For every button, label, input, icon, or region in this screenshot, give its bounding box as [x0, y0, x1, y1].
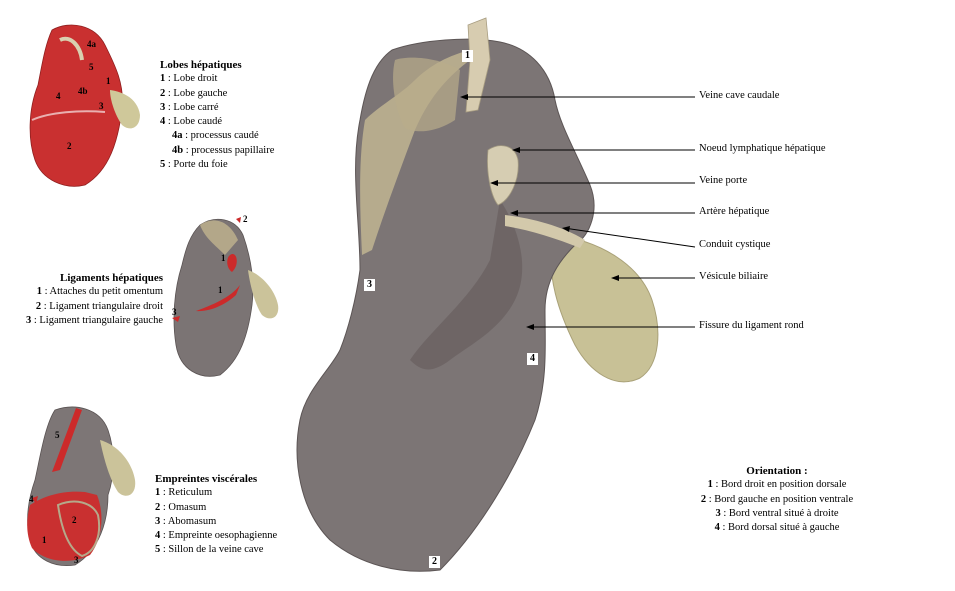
legend-lobes-title: Lobes hépatiques: [160, 59, 242, 71]
label-fissure-ligament-rond: Fissure du ligament rond: [699, 320, 804, 331]
thumbnail-empreintes: [27, 406, 136, 567]
legend-lobes-item: 4 : Lobe caudé: [160, 116, 223, 128]
orientation-item: 2 : Bord gauche en position ventrale: [700, 493, 854, 505]
thumb3-label-5: 5: [55, 430, 60, 440]
main-tag-3: 3: [364, 279, 375, 291]
portal-vein-shape: [487, 145, 519, 206]
legend-ligaments-item: 3 : Ligament triangulaire gauche: [25, 314, 163, 326]
thumb2-label-3: 3: [172, 307, 177, 317]
cystic-duct-shape: [505, 215, 585, 248]
orientation-item: 4 : Bord dorsal situé à gauche: [714, 522, 840, 534]
main-tag-4: 4: [527, 353, 538, 365]
thumb1-label-1: 1: [106, 76, 111, 86]
legend-lobes-item: 5 : Porte du foie: [160, 159, 228, 171]
thumb1-label-3: 3: [99, 101, 104, 111]
legend-orientation: Orientation : 1 : Bord droit en position…: [672, 464, 882, 535]
thumb1-label-5: 5: [89, 62, 94, 72]
thumb3-label-3: 3: [74, 555, 79, 565]
label-veine-cave: Veine cave caudale: [699, 90, 780, 101]
label-artere-hepatique: Artère hépatique: [699, 206, 770, 217]
legend-lobes: Lobes hépatiques 1 : Lobe droit 2 : Lobe…: [160, 58, 274, 172]
legend-ligaments-title: Ligaments hépatiques: [60, 272, 163, 284]
thumb1-label-2: 2: [67, 141, 72, 151]
gallbladder-shape: [550, 234, 659, 383]
legend-empreintes-item: 4 : Empreinte oesophagienne: [155, 530, 278, 542]
liver-shadow: [410, 200, 523, 370]
thumb2-label-1b: 1: [218, 285, 223, 295]
liver-fat-band: [360, 50, 470, 255]
thumbnail-ligaments: [172, 217, 279, 377]
leader-lines: [462, 96, 696, 328]
legend-empreintes-item: 2 : Omasum: [155, 501, 207, 513]
label-conduit-cystique: Conduit cystique: [699, 239, 771, 250]
thumb1-label-4a: 4a: [87, 39, 96, 49]
legend-empreintes-title: Empreintes viscérales: [155, 473, 258, 485]
thumb2-label-1a: 1: [221, 253, 226, 263]
legend-lobes-item: 3 : Lobe carré: [160, 101, 219, 113]
label-vesicule-biliaire: Vésicule biliaire: [699, 271, 769, 282]
legend-empreintes-item: 3 : Abomasum: [155, 515, 217, 527]
thumbnail-lobes: [29, 24, 140, 187]
main-tag-2: 2: [429, 556, 440, 568]
upper-tissue-shape: [393, 57, 460, 132]
label-veine-porte: Veine porte: [699, 175, 748, 186]
thumb3-label-4: 4: [29, 494, 34, 504]
thumb1-label-4: 4: [56, 91, 61, 101]
thumb3-label-1: 1: [42, 535, 47, 545]
legend-empreintes: Empreintes viscérales 1 : Reticulum 2 : …: [155, 472, 277, 558]
legend-lobes-item: 4a : processus caudé: [172, 130, 259, 142]
orientation-title: Orientation :: [746, 465, 808, 477]
thumb1-label-4b: 4b: [78, 86, 88, 96]
legend-lobes-item: 4b : processus papillaire: [172, 144, 275, 156]
orientation-item: 3 : Bord ventral situé à droite: [715, 507, 839, 519]
legend-ligaments: Ligaments hépatiques 1 : Attaches du pet…: [8, 271, 163, 328]
thumb3-label-2: 2: [72, 515, 77, 525]
arrow-heads: [460, 94, 619, 330]
legend-ligaments-item: 1 : Attaches du petit omentum: [36, 286, 163, 298]
label-noeud-lymphatique: Noeud lymphatique hépatique: [699, 143, 826, 154]
legend-ligaments-item: 2 : Ligament triangulaire droit: [35, 300, 163, 312]
legend-empreintes-item: 5 : Sillon de la veine cave: [155, 544, 264, 556]
legend-lobes-item: 2 : Lobe gauche: [160, 87, 228, 99]
thumb2-label-2: 2: [243, 214, 248, 224]
orientation-item: 1 : Bord droit en position dorsale: [707, 479, 847, 491]
legend-empreintes-item: 1 : Reticulum: [155, 487, 213, 499]
legend-lobes-item: 1 : Lobe droit: [160, 73, 218, 85]
main-tag-1: 1: [462, 50, 473, 62]
